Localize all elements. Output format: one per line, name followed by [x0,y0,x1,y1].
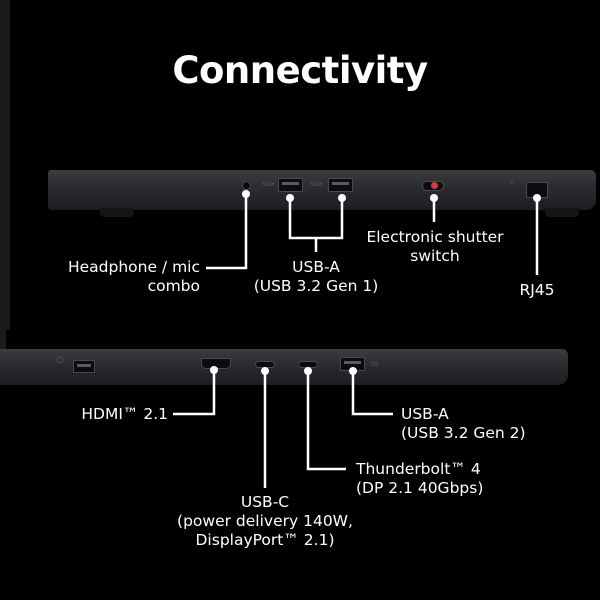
label-hdmi: HDMI™ 2.1 [81,405,168,423]
rj45-network-icon: ⑂ [509,179,515,189]
usb-a-port [278,178,303,192]
callout-usb-a-bottom [351,371,393,416]
label-usb-a-gen2: USB-A (USB 3.2 Gen 2) [401,405,526,442]
shutter-indicator-dot [431,182,438,189]
callout-dot [286,194,294,202]
usb-ss-marking: SS⇄ [310,181,323,188]
usb-ss-marking: SS [371,361,379,368]
usb-a-port [328,178,353,192]
callout-hdmi [173,370,216,416]
callout-usb-a-left [288,198,344,240]
label-rj45: RJ45 [519,281,555,299]
usb-a-port-aux [73,360,95,373]
label-usb-a-gen1: USB-A (USB 3.2 Gen 1) [253,258,379,295]
callout-dot [430,194,438,202]
page-title: Connectivity [172,49,428,92]
headphone-jack [242,181,251,190]
label-headphone-mic: Headphone / mic combo [67,258,200,295]
callout-dot [242,190,250,198]
label-thunderbolt: Thunderbolt™ 4 (DP 2.1 40Gbps) [356,460,484,497]
laptop-left-side [48,170,596,210]
power-icon: ⏻ [56,356,64,366]
laptop-foot [100,208,134,217]
callout-dot [210,366,218,374]
callout-dot [304,367,312,375]
usb-ss-marking: SS⇄ [262,181,275,188]
callout-dot [261,367,269,375]
callout-dot [533,194,541,202]
label-electronic-shutter: Electronic shutter switch [366,228,504,265]
callout-dot [338,194,346,202]
label-usb-c: USB-C (power delivery 140W, DisplayPort™… [177,493,353,549]
callout-dot [349,367,357,375]
laptop-foot [545,208,579,217]
callout-headphone [206,194,248,270]
bottom-screen-bezel [0,330,6,350]
callout-thunderbolt [306,371,346,471]
top-screen-bezel [0,0,10,330]
